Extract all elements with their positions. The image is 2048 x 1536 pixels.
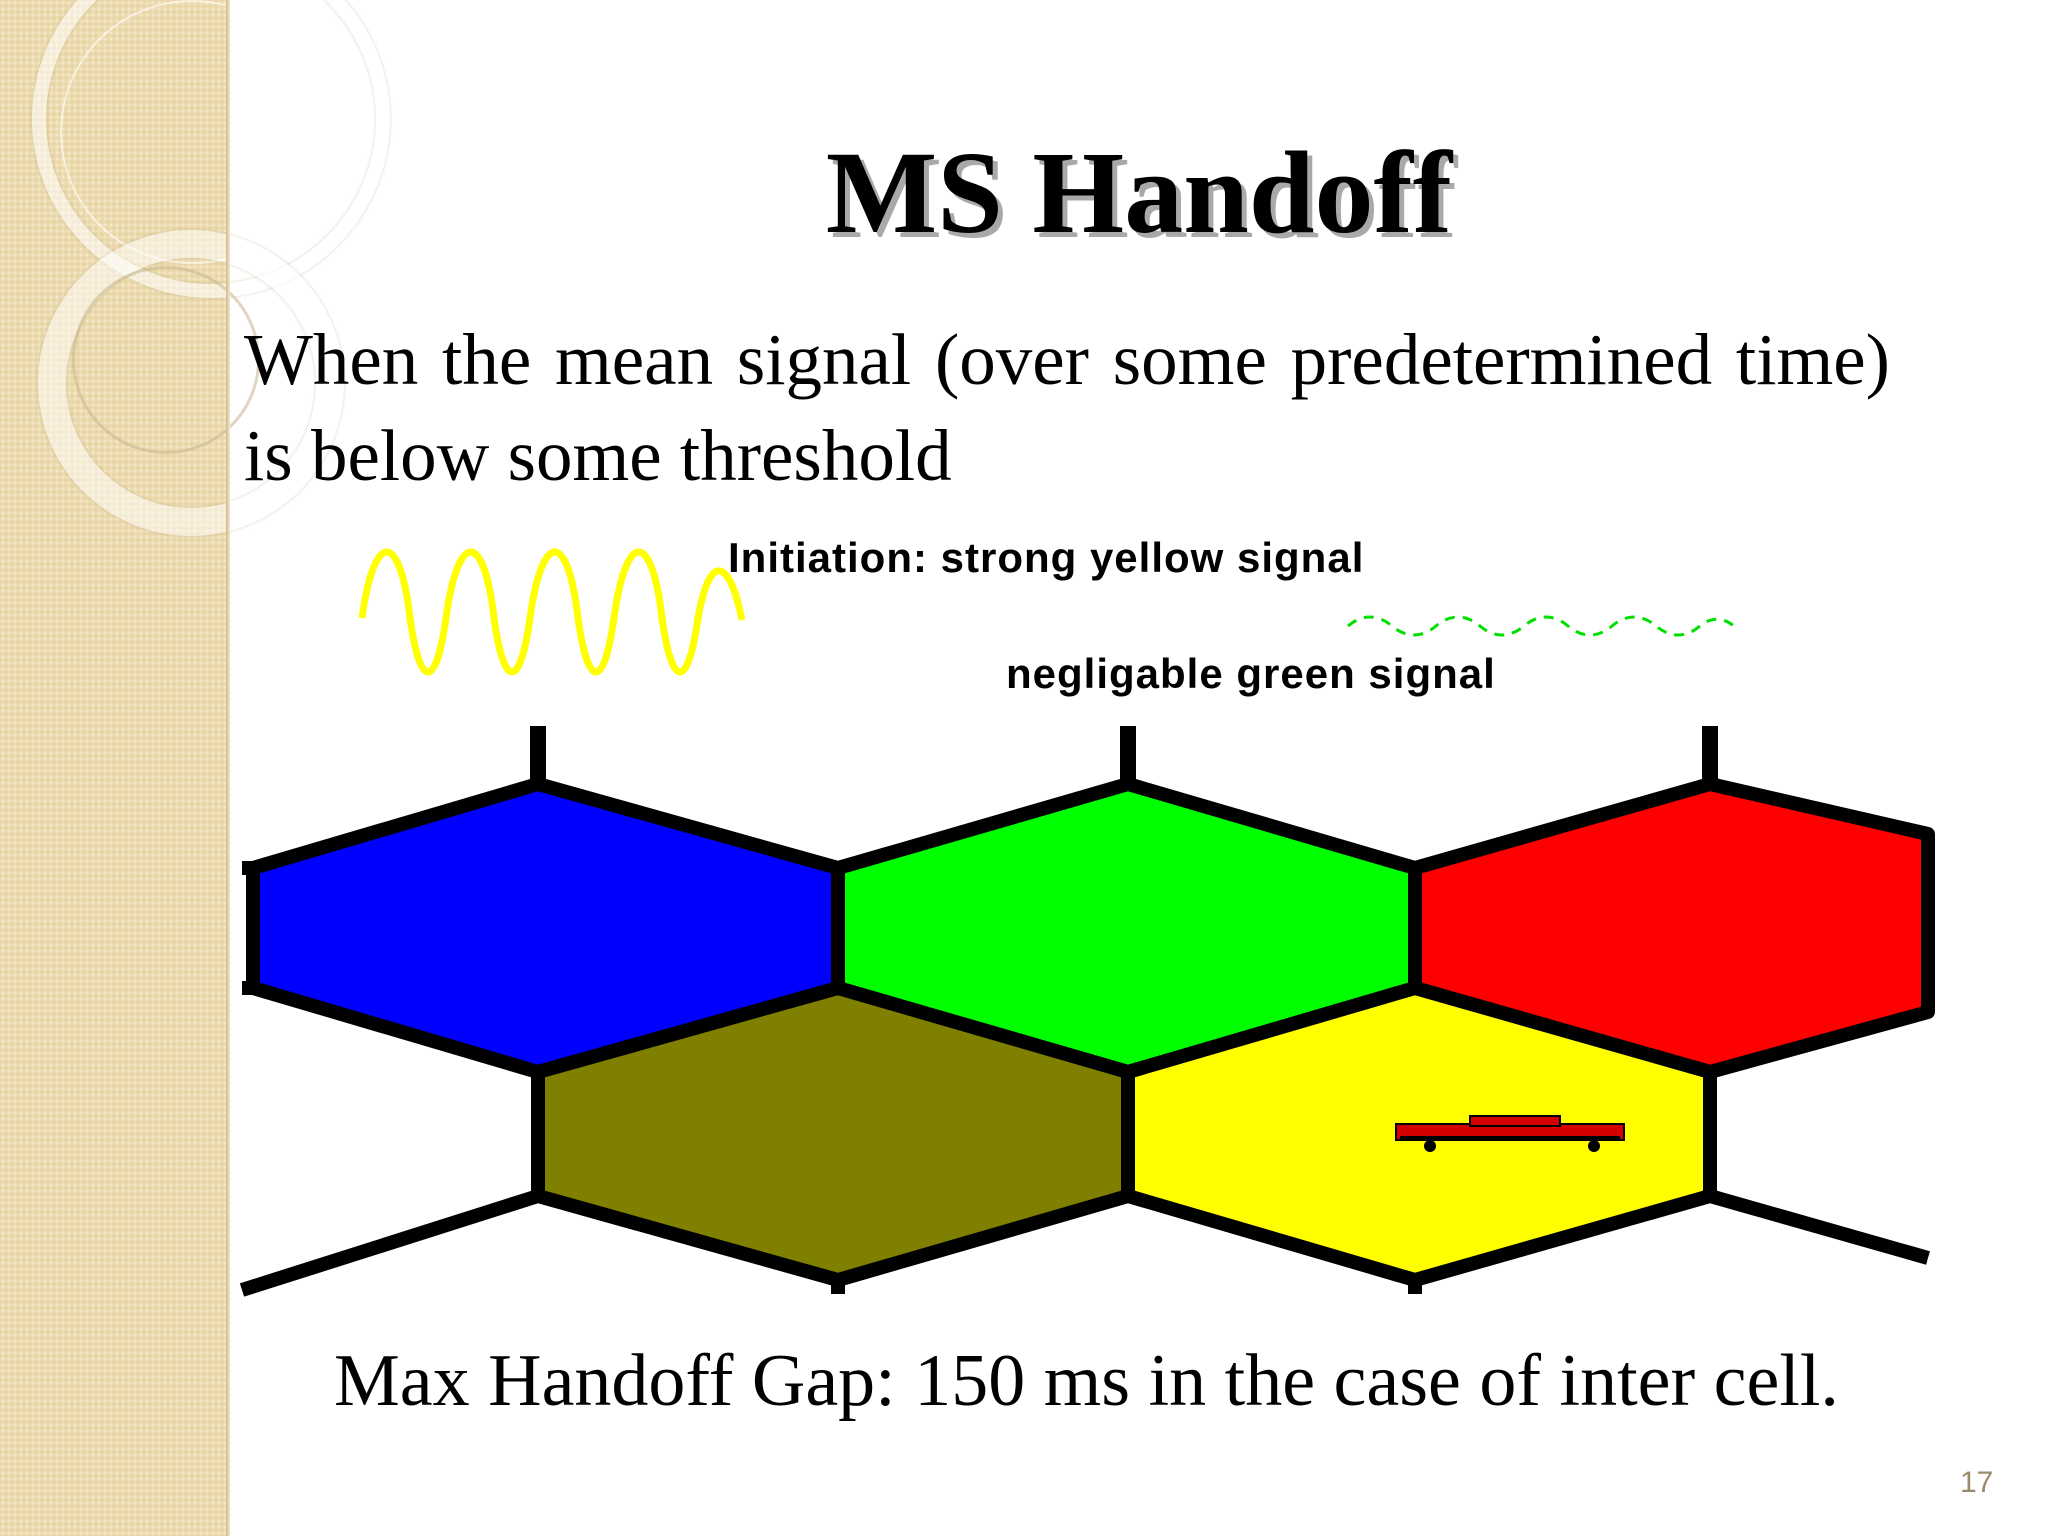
antenna-icon — [1120, 726, 1136, 786]
sidebar-divider — [226, 0, 230, 1536]
footer-note: Max Handoff Gap: 150 ms in the case of i… — [334, 1340, 1839, 1422]
decorative-ring — [72, 266, 260, 454]
yellow-signal-wave-icon — [358, 548, 746, 676]
car-icon — [1395, 1115, 1625, 1152]
slide-number: 17 — [1960, 1466, 1994, 1499]
cell-edge — [1708, 1189, 1930, 1265]
antenna-icon — [530, 726, 546, 786]
green-signal-wave-icon — [1347, 615, 1735, 637]
cell-edge — [239, 1189, 541, 1297]
body-paragraph: When the mean signal (over some predeter… — [244, 319, 1890, 496]
slide-title: MS Handoff — [825, 127, 1453, 258]
decorative-sidebar — [0, 0, 390, 1536]
cell-edge — [242, 861, 253, 995]
green-signal-label: negligable green signal — [1006, 650, 1496, 697]
antenna-icon — [1702, 726, 1718, 786]
initiation-label: Initiation: strong yellow signal — [728, 534, 1364, 581]
